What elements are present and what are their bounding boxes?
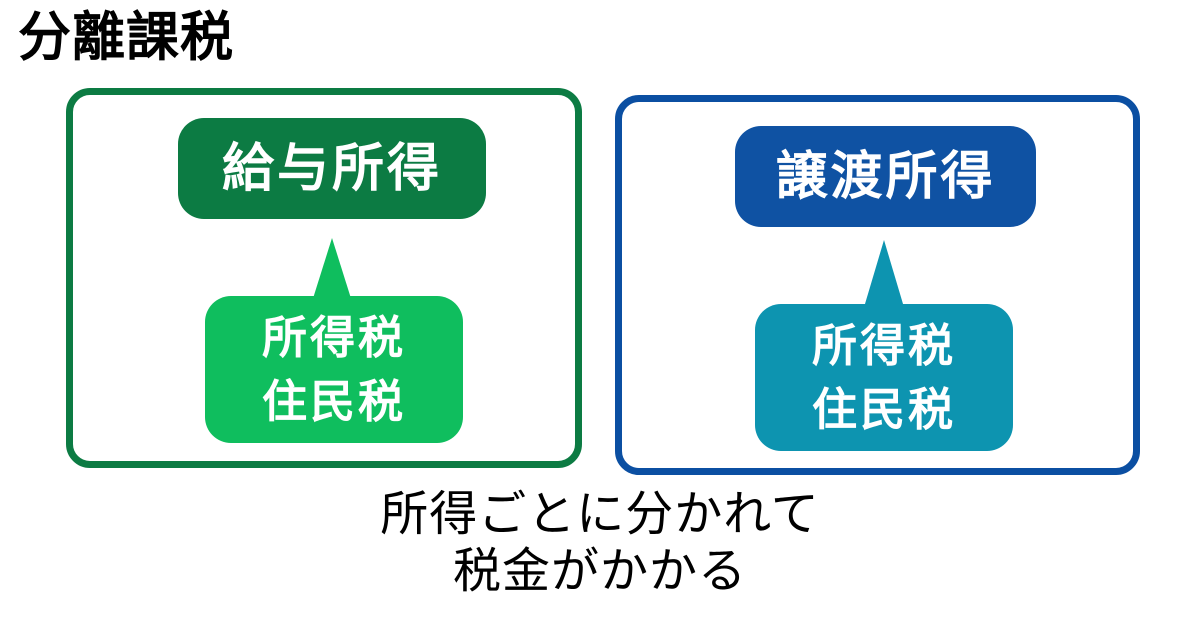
income-box-transfer: 譲渡所得 [735,126,1036,227]
income-label-salary: 給与所得 [221,139,442,198]
tax-line-resident-tax-green: 住民税 [261,375,406,427]
income-label-transfer: 譲渡所得 [775,147,996,206]
caption-line-1: 所得ごとに分かれて [380,488,820,541]
tax-line-resident-tax-teal: 住民税 [811,383,956,435]
tax-box-transfer: 所得税 住民税 [755,304,1013,451]
page-title: 分離課税 [18,8,234,67]
tax-box-salary: 所得税 住民税 [205,296,463,443]
caption-line-2: 税金がかかる [452,544,747,598]
caption: 所得ごとに分かれて 税金がかかる [0,487,1200,600]
tax-line-income-tax-green: 所得税 [261,311,406,363]
tax-line-income-tax-teal: 所得税 [811,319,956,371]
income-box-salary: 給与所得 [178,118,486,219]
arrow-up-icon-blue [862,240,906,314]
